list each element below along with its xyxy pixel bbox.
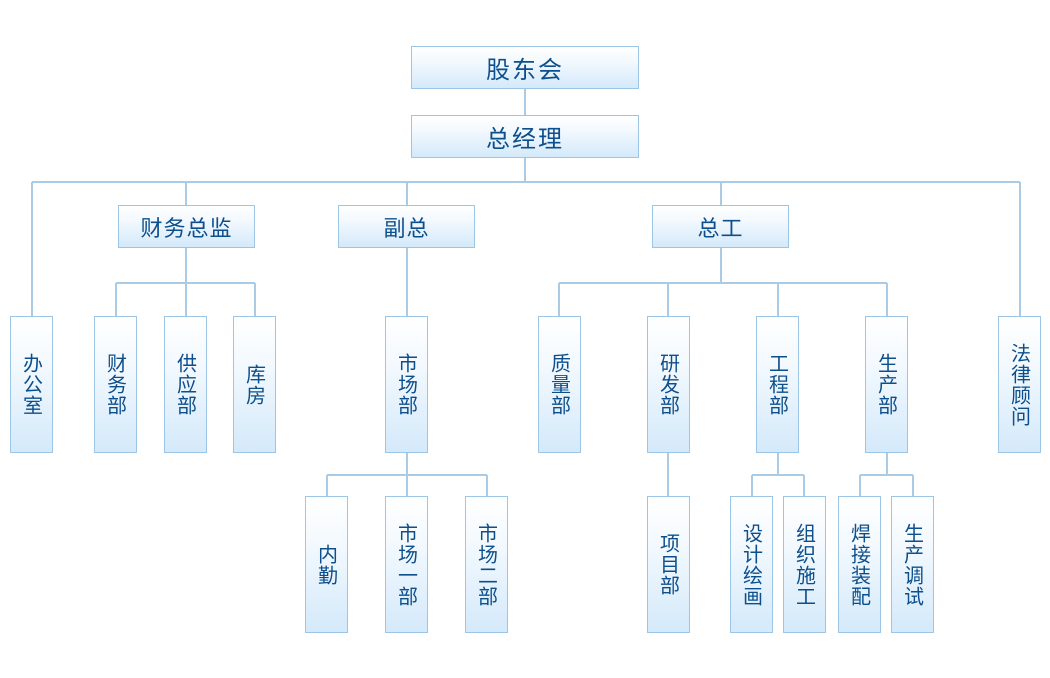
- node-production-dept: 生产部: [865, 316, 908, 453]
- node-deputy-gm: 副总: [338, 205, 475, 248]
- node-finance-director: 财务总监: [118, 205, 255, 248]
- node-project-dept: 项目部: [647, 496, 690, 633]
- node-welding-assembly: 焊接装配: [838, 496, 881, 633]
- node-marketing-dept: 市场部: [385, 316, 428, 453]
- node-rnd-dept: 研发部: [647, 316, 690, 453]
- node-office: 办公室: [10, 316, 53, 453]
- node-supply-dept: 供应部: [164, 316, 207, 453]
- node-general-manager: 总经理: [411, 115, 639, 158]
- node-market-div-1: 市场一部: [385, 496, 428, 633]
- node-warehouse: 库房: [233, 316, 276, 453]
- node-internal-affairs: 内勤: [305, 496, 348, 633]
- node-legal-advisor: 法律顾问: [998, 316, 1041, 453]
- node-finance-dept: 财务部: [94, 316, 137, 453]
- node-chief-engineer: 总工: [652, 205, 789, 248]
- node-quality-dept: 质量部: [538, 316, 581, 453]
- node-shareholders: 股东会: [411, 46, 639, 89]
- node-design-drawing: 设计绘画: [730, 496, 773, 633]
- node-market-div-2: 市场二部: [465, 496, 508, 633]
- node-engineering-dept: 工程部: [756, 316, 799, 453]
- node-production-debug: 生产调试: [891, 496, 934, 633]
- node-construction-org: 组织施工: [783, 496, 826, 633]
